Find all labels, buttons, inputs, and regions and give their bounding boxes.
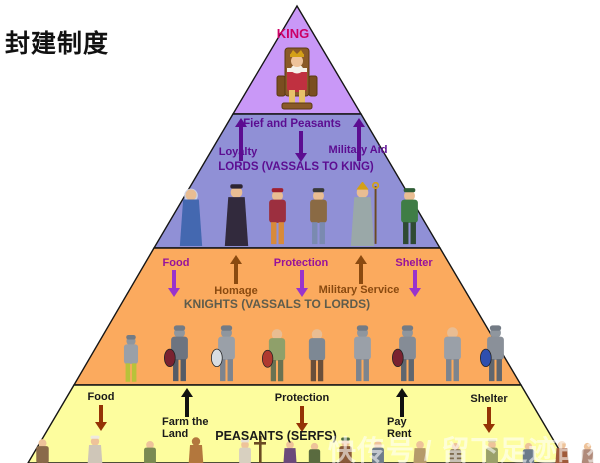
peasant-figure [334, 436, 357, 463]
knight-figure [437, 323, 468, 390]
pay-rent-line2: Rent [387, 428, 412, 440]
protection-to-peasants-label: Protection [274, 392, 330, 404]
shelter-down-arrow [408, 270, 421, 297]
food-to-peasants-label: Food [87, 391, 115, 403]
peasant-figure [184, 434, 208, 463]
protection-to-knights-label: Protection [273, 257, 329, 269]
knight-figure [163, 323, 195, 390]
farm-the-land-line1: Farm the [162, 416, 209, 428]
pay-rent-label: Pay Rent [387, 416, 411, 440]
knight-figure [262, 325, 292, 390]
peasant-figure [409, 438, 431, 463]
page-title: 封建制度 [5, 30, 110, 58]
shelter-peasants-down-arrow [482, 407, 495, 433]
pay-rent-up-arrow [395, 388, 408, 417]
fief-and-peasants-label: Fief and Peasants [243, 118, 341, 130]
homage-up-arrow [229, 255, 242, 284]
lord-noble-blue-figure [175, 185, 207, 253]
food-down-arrow [167, 270, 180, 297]
cross-figure [252, 436, 268, 463]
knight-figure [391, 323, 423, 390]
protection-down-arrow [295, 270, 308, 297]
peasant-figure [31, 436, 54, 463]
fief-down-arrow [294, 131, 307, 162]
shelter-to-peasants-label: Shelter [470, 393, 508, 405]
farm-the-land-line2: Land [162, 428, 189, 440]
peasant-figure [367, 438, 389, 463]
lord-courtier-red-figure [262, 186, 293, 253]
food-to-knights-label: Food [162, 257, 190, 269]
military-aid-up-arrow [352, 118, 365, 161]
peasant-figure [518, 440, 539, 463]
peasant-figure [234, 438, 256, 463]
peasants-tier-label: PEASANTS (SERFS) [215, 429, 337, 443]
loyalty-label: Loyalty [218, 146, 258, 158]
knight-figure [347, 323, 378, 390]
loyalty-up-arrow [234, 118, 247, 161]
knight-figure [118, 333, 144, 390]
military-service-label: Military Service [318, 284, 400, 296]
knight-figure [479, 323, 511, 390]
peasant-figure [83, 434, 107, 463]
peasant-figure [481, 438, 503, 463]
peasant-figure [577, 440, 598, 463]
shelter-to-knights-label: Shelter [395, 257, 433, 269]
lords-tier-label: LORDS (VASSALS TO KING) [218, 161, 374, 173]
lord-monk-figure [220, 182, 253, 253]
homage-label: Homage [214, 285, 258, 297]
protection-peasants-down-arrow [295, 406, 308, 432]
peasant-figure [279, 438, 301, 463]
king-figure [258, 46, 336, 120]
lord-bishop-figure [346, 181, 379, 253]
peasant-figure [304, 440, 325, 463]
lord-knight-green-figure [394, 186, 425, 253]
knight-figure [302, 325, 332, 390]
military-aid-label: Military Aid [328, 144, 388, 156]
watermark: 快传号 / 留下足迹的猫 [328, 435, 600, 463]
lord-noble-brown-figure [303, 186, 334, 253]
peasant-figure [445, 440, 466, 463]
farm-the-land-up-arrow [180, 388, 193, 417]
farm-the-land-label: Farm the Land [162, 416, 208, 440]
military-service-up-arrow [354, 255, 367, 284]
food-peasants-down-arrow [94, 405, 107, 431]
knight-figure [210, 323, 242, 390]
peasant-figure [551, 438, 573, 463]
peasant-figure [139, 438, 161, 463]
king-label: KING [276, 26, 310, 41]
knights-tier-label: KNIGHTS (VASSALS TO LORDS) [183, 297, 371, 311]
pay-rent-line1: Pay [387, 416, 407, 428]
